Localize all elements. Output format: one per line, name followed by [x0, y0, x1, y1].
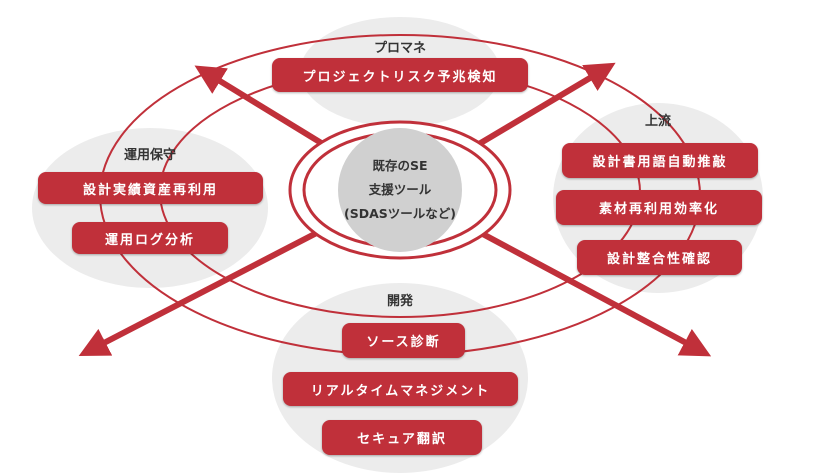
item-log-analysis[interactable]: 運用ログ分析 [72, 222, 228, 254]
center-line-3: (SDASツールなど) [344, 206, 456, 221]
item-source-diagnosis[interactable]: ソース診断 [342, 323, 465, 358]
item-term-proofread[interactable]: 設計書用語自動推敲 [562, 143, 758, 178]
group-title-dev: 開発 [386, 294, 414, 309]
item-material-reuse[interactable]: 素材再利用効率化 [556, 190, 762, 225]
group-title-pm: プロマネ [373, 41, 427, 56]
group-title-upstream: 上流 [644, 114, 672, 129]
item-secure-translation[interactable]: セキュア翻訳 [322, 420, 482, 455]
item-asset-reuse[interactable]: 設計実績資産再利用 [38, 172, 263, 204]
item-realtime-management[interactable]: リアルタイムマネジメント [283, 372, 518, 406]
item-consistency-check[interactable]: 設計整合性確認 [577, 240, 742, 275]
center-label: 既存のSE 支援ツール (SDASツールなど) [338, 128, 462, 252]
center-line-1: 既存のSE [372, 158, 428, 173]
center-circle [338, 128, 462, 252]
item-risk-detection[interactable]: プロジェクトリスク予兆検知 [272, 58, 528, 92]
center-line-2: 支援ツール [368, 182, 432, 197]
group-title-ops: 運用保守 [123, 148, 177, 163]
